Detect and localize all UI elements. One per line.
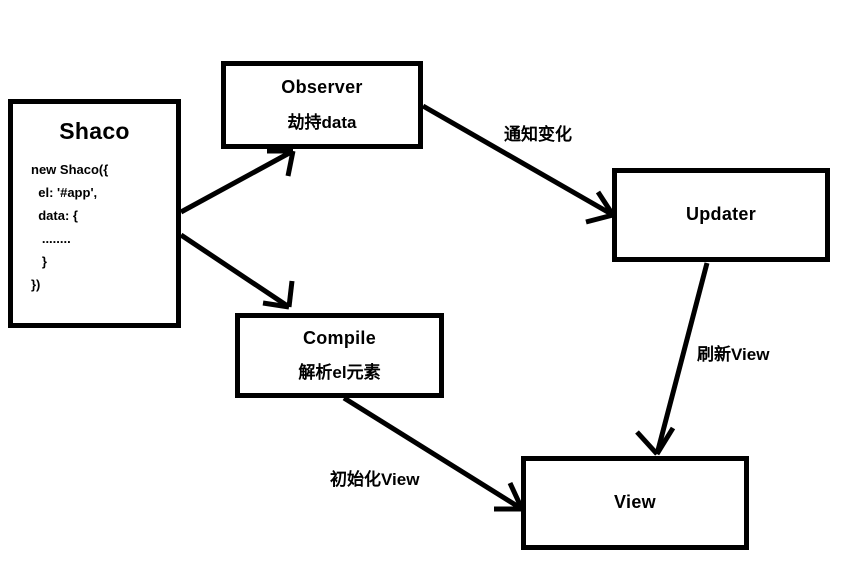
edge-compile-view [342,395,525,512]
edge-shaco-observer [179,148,296,215]
edge-shaco-compile [179,232,295,310]
node-compile[interactable]: Compile 解析el元素 [235,313,444,398]
code-line: } [31,254,47,270]
node-updater-title: Updater [685,204,757,225]
code-line: ........ [31,230,71,246]
node-compile-title: Compile [302,327,377,348]
edge-label-init: 初始化View [330,470,420,489]
code-line: new Shaco({ [31,161,109,177]
code-line: }) [31,277,41,293]
node-view[interactable]: View [521,456,749,550]
node-observer-subtitle: 劫持data [287,112,357,132]
node-view-title: View [614,492,656,513]
node-updater[interactable]: Updater [612,168,830,262]
code-line: data: { [31,207,78,223]
node-observer-title: Observer [281,77,363,97]
edge-label-notify: 通知变化 [504,125,572,144]
node-shaco[interactable]: Shaco new Shaco({ el: '#app', data: { ..… [8,99,181,328]
edge-label-refresh: 刷新View [697,345,770,364]
node-shaco-title: Shaco [59,118,130,144]
node-compile-subtitle: 解析el元素 [298,363,381,383]
node-observer[interactable]: Observer 劫持data [221,61,423,149]
node-shaco-code: new Shaco({ el: '#app', data: { ........… [13,158,176,297]
code-line: el: '#app', [31,184,98,200]
